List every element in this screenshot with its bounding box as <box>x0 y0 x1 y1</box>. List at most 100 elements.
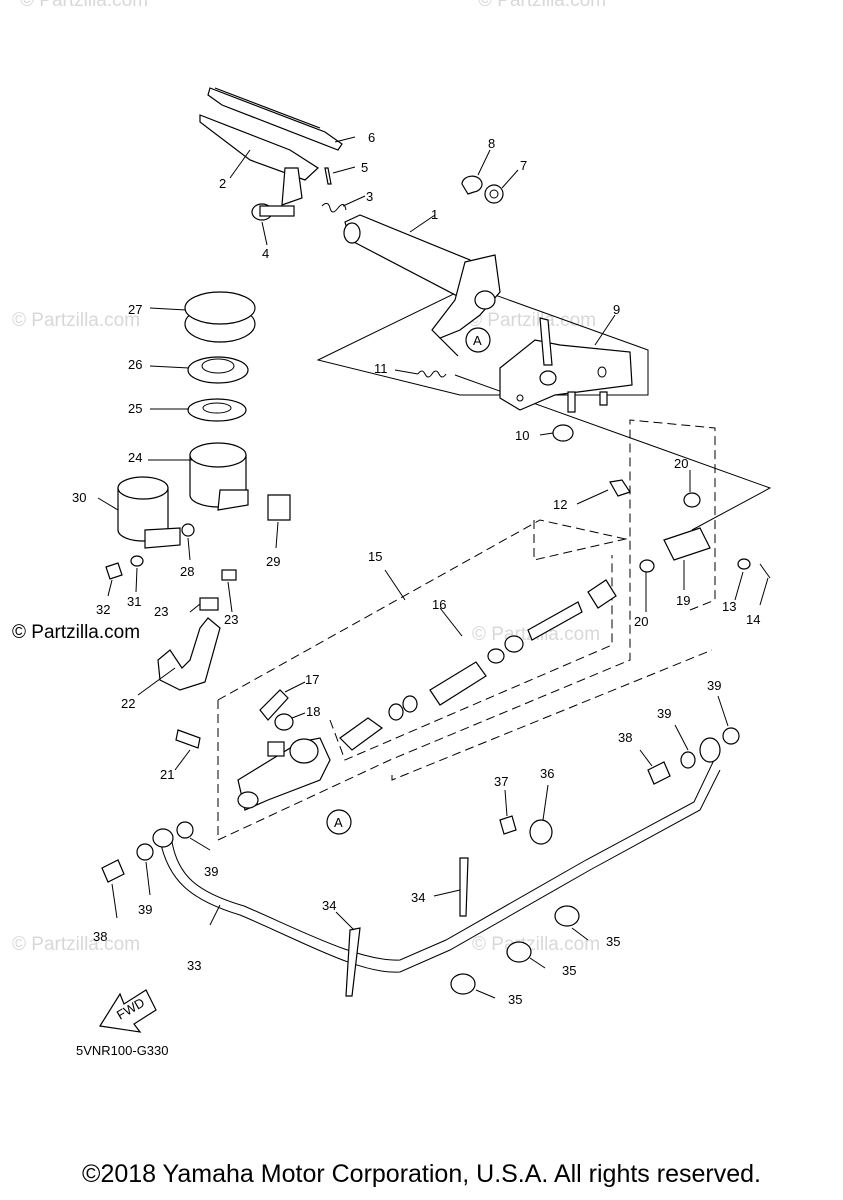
leader-lines <box>97 136 769 999</box>
callout-38b: 38 <box>618 730 632 745</box>
grommet-icon <box>181 523 195 537</box>
brake-lever[interactable] <box>343 214 501 357</box>
washer-icon <box>722 727 740 745</box>
callout-39d: 39 <box>707 678 721 693</box>
svg-text:A: A <box>473 333 482 348</box>
washer-icon <box>130 555 144 567</box>
reservoir-24[interactable] <box>189 442 249 511</box>
callout-35c: 35 <box>508 992 522 1007</box>
callout-27: 27 <box>128 302 142 317</box>
washer-icon <box>136 843 154 861</box>
callout-32: 32 <box>96 602 110 617</box>
callout-7: 7 <box>520 158 527 173</box>
callout-34: 34 <box>322 898 336 913</box>
callout-34b: 34 <box>411 890 425 905</box>
spring-3-icon <box>321 202 347 213</box>
banjo-bolt-icon <box>647 761 671 785</box>
forward-arrow-icon: FWD <box>99 989 157 1033</box>
reservoir-hose[interactable] <box>157 569 237 691</box>
callout-21: 21 <box>160 767 174 782</box>
callout-20b: 20 <box>634 614 648 629</box>
callout-16: 16 <box>432 597 446 612</box>
callout-23: 23 <box>154 604 168 619</box>
callout-28: 28 <box>180 564 194 579</box>
callout-10: 10 <box>515 428 529 443</box>
callout-36: 36 <box>540 766 554 781</box>
washer-icon <box>639 559 655 573</box>
callout-9: 9 <box>613 302 620 317</box>
washer-icon <box>176 821 194 839</box>
nut-icon <box>552 424 574 442</box>
brake-hose[interactable] <box>152 737 721 973</box>
assembly-frames <box>217 285 772 841</box>
reference-marker-a-bottom: A <box>326 809 352 835</box>
cap-seal-icon <box>274 713 294 731</box>
callout-20: 20 <box>674 456 688 471</box>
callout-33: 33 <box>187 958 201 973</box>
callout-12: 12 <box>553 497 567 512</box>
copyright-footer: ©2018 Yamaha Motor Corporation, U.S.A. A… <box>82 1160 761 1188</box>
callout-numbers: 1 2 3 4 5 6 7 8 9 10 11 12 13 14 15 16 1… <box>72 130 760 1007</box>
callout-8: 8 <box>488 136 495 151</box>
reservoir-30[interactable] <box>117 476 181 549</box>
callout-2: 2 <box>219 176 226 191</box>
master-cylinder[interactable] <box>175 729 331 811</box>
hose-clamp[interactable] <box>450 819 580 995</box>
diaphragm[interactable] <box>187 398 247 422</box>
callout-15: 15 <box>368 549 382 564</box>
callout-31: 31 <box>127 594 141 609</box>
reference-marker-a-top: A <box>465 327 491 353</box>
callout-25: 25 <box>128 401 142 416</box>
spring-11-icon <box>417 370 447 378</box>
cable-tie-icon <box>345 927 361 997</box>
callout-30: 30 <box>72 490 86 505</box>
callout-24: 24 <box>128 450 142 465</box>
callout-4: 4 <box>262 246 269 261</box>
callout-5: 5 <box>361 160 368 175</box>
watermark: © Partzilla.com <box>472 934 600 955</box>
callout-29: 29 <box>266 554 280 569</box>
watermark: © Partzilla.com <box>478 0 606 11</box>
callout-35: 35 <box>606 934 620 949</box>
bolt-icon <box>499 815 517 835</box>
callout-35b: 35 <box>562 963 576 978</box>
label-sticker <box>267 494 291 521</box>
callout-11: 11 <box>374 361 388 376</box>
callout-6: 6 <box>368 130 375 145</box>
callout-23b: 23 <box>224 612 238 627</box>
callout-14: 14 <box>746 612 760 627</box>
callout-38: 38 <box>93 929 107 944</box>
callout-39c: 39 <box>657 706 671 721</box>
washer-icon <box>680 751 696 769</box>
watermark: © Partzilla.com <box>20 0 148 11</box>
piston-kit[interactable] <box>339 579 617 751</box>
watermark: © Partzilla.com <box>12 934 140 955</box>
diaphragm-plate[interactable] <box>187 356 249 384</box>
watermark-dark: © Partzilla.com <box>12 622 140 643</box>
bleeder-icon <box>259 689 289 721</box>
callout-39: 39 <box>138 902 152 917</box>
svg-text:A: A <box>334 815 343 830</box>
callout-3: 3 <box>366 189 373 204</box>
banjo-bolt-icon <box>101 859 125 883</box>
callout-1: 1 <box>431 207 438 222</box>
brake-pedal[interactable] <box>199 87 343 221</box>
circlip-icon <box>461 175 504 204</box>
bolt-icon <box>105 562 123 580</box>
watermark: © Partzilla.com <box>12 310 140 331</box>
callout-22: 22 <box>121 696 135 711</box>
reservoir-cap[interactable] <box>184 291 256 343</box>
callout-13: 13 <box>722 599 736 614</box>
callout-18: 18 <box>306 704 320 719</box>
drawing-code: 5VNR100-G330 <box>76 1043 169 1058</box>
bracket-9[interactable] <box>499 317 633 413</box>
cable-tie-icon <box>459 857 469 917</box>
callout-17: 17 <box>305 672 319 687</box>
callout-37: 37 <box>494 774 508 789</box>
clevis-joint[interactable] <box>609 479 771 579</box>
watermark: © Partzilla.com <box>468 310 596 331</box>
callout-26: 26 <box>128 357 142 372</box>
callout-39b: 39 <box>204 864 218 879</box>
